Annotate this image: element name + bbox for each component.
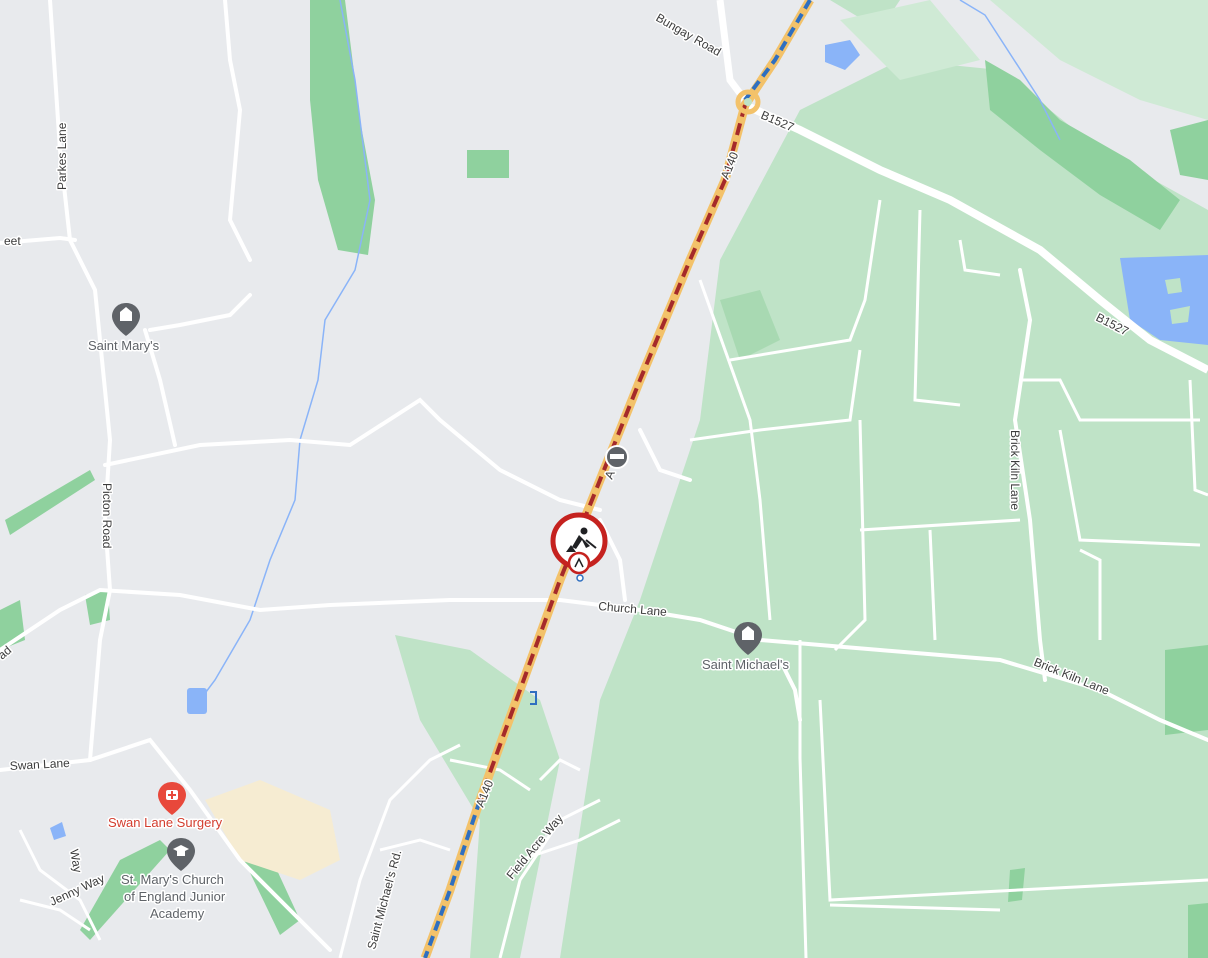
roundabout bbox=[735, 89, 761, 115]
label-swan-lane: Swan Lane bbox=[9, 756, 70, 773]
label-parkes-lane: Parkes Lane bbox=[55, 122, 69, 190]
roadworks-small-icon bbox=[567, 551, 591, 575]
b1527-road bbox=[743, 101, 1208, 374]
parking-marker bbox=[530, 691, 537, 705]
label-school-line1: St. Mary's Church bbox=[121, 872, 224, 887]
label-way-fragment: Way bbox=[67, 848, 85, 874]
poi-saint-marys[interactable]: Saint Mary's bbox=[87, 303, 161, 355]
roundabout-centre bbox=[744, 98, 752, 106]
label-swan-lane-surgery: Swan Lane Surgery bbox=[108, 815, 223, 830]
label-picton-road: Picton Road bbox=[100, 483, 114, 548]
poi-saint-michaels[interactable]: Saint Michael's bbox=[701, 622, 791, 674]
road-closed-marker[interactable] bbox=[605, 445, 629, 469]
location-dot bbox=[576, 574, 584, 582]
a140-traffic-red bbox=[478, 104, 747, 801]
roadworks-marker[interactable] bbox=[550, 512, 608, 582]
field-boundaries bbox=[689, 199, 1208, 958]
label-saint-marys: Saint Mary's bbox=[88, 338, 160, 353]
poi-swan-lane-surgery[interactable]: Swan Lane Surgery bbox=[107, 782, 224, 832]
label-school-line3: Academy bbox=[150, 906, 205, 921]
a140-traffic-blue-north bbox=[743, 0, 812, 102]
water-bodies bbox=[50, 40, 1208, 840]
residential-roads bbox=[18, 743, 621, 958]
label-school-line2: of England Junior bbox=[124, 889, 226, 904]
label-brick-kiln-lane-vertical: Brick Kiln Lane bbox=[1008, 430, 1022, 510]
label-street-west: eet bbox=[4, 234, 21, 248]
poi-school[interactable]: St. Mary's Church of England Junior Acad… bbox=[120, 838, 227, 923]
streams bbox=[199, 0, 1061, 701]
water-islands bbox=[1165, 278, 1190, 324]
label-saint-michaels: Saint Michael's bbox=[702, 657, 790, 672]
